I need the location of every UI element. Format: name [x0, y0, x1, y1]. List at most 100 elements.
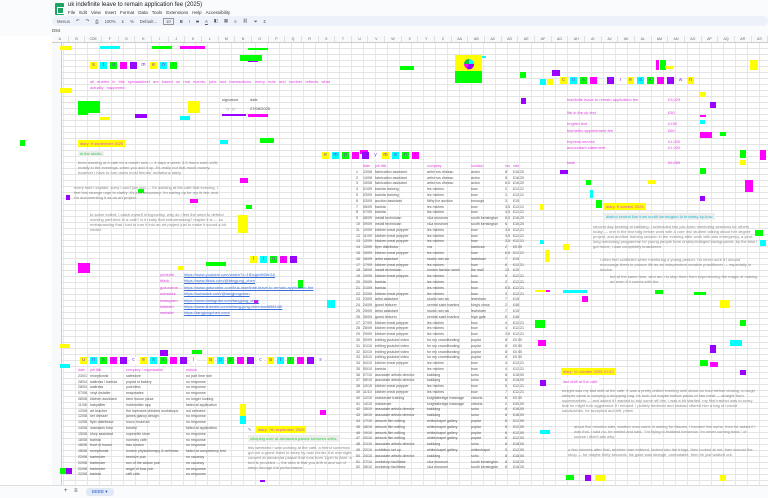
table-cell[interactable]: 13/08 [363, 169, 372, 174]
table-cell[interactable]: bow [471, 384, 478, 389]
table-cell[interactable]: 11/08 [78, 402, 87, 407]
table-cell[interactable]: whitechapel gallery [427, 448, 458, 453]
table-cell[interactable]: 11/10 [363, 390, 372, 395]
column-header[interactable]: Q [285, 36, 302, 42]
table-cell[interactable]: 8 [505, 355, 507, 360]
column-header[interactable]: Z [435, 36, 452, 42]
table-cell[interactable]: 05/10 [363, 366, 372, 371]
table-cell[interactable]: kakilang [427, 407, 441, 412]
table-cell[interactable]: 6 [505, 262, 507, 267]
table-cell[interactable]: kakilang [427, 453, 441, 458]
table-cell[interactable]: 30/09 [363, 337, 372, 342]
table-cell[interactable]: artist assistant [375, 308, 398, 313]
table-cell[interactable]: 2 [505, 303, 507, 308]
table-cell[interactable]: 14/08 [78, 420, 87, 425]
table-cell[interactable]: 2 [505, 401, 507, 406]
table-cell[interactable]: les miches [427, 239, 444, 244]
table-cell[interactable]: £12.21 [513, 239, 524, 244]
table-cell[interactable]: for my crowdfunding [427, 343, 460, 348]
table-cell[interactable]: 03/10 [363, 355, 372, 360]
table-cell[interactable]: 2 [505, 192, 507, 197]
table-cell[interactable]: 3.5 [505, 239, 510, 244]
column-header[interactable]: S [319, 36, 336, 42]
table-cell[interactable]: les miches [427, 332, 444, 337]
table-cell[interactable]: front of house [90, 443, 112, 448]
table-cell[interactable]: les miches [427, 250, 444, 255]
table-cell[interactable]: kitchen meal prepper [375, 320, 409, 325]
table-cell[interactable]: guest lecturer [375, 314, 397, 319]
column-header[interactable]: K [185, 36, 202, 42]
table-cell[interactable]: les miches [427, 210, 444, 215]
table-cell[interactable]: editing youtube video [375, 343, 409, 348]
table-cell[interactable]: poplar [471, 343, 481, 348]
table-cell[interactable]: 29/09 [363, 332, 372, 337]
table-cell[interactable]: £12.21 [513, 274, 524, 279]
table-cell[interactable]: poplar [471, 349, 481, 354]
table-cell[interactable]: les miches [427, 366, 444, 371]
table-cell[interactable]: kitchen meal prepper [375, 227, 409, 232]
column-header[interactable]: AM [652, 36, 669, 42]
table-cell[interactable]: south kensington [471, 216, 499, 221]
column-header[interactable]: Y [418, 36, 436, 42]
table-cell[interactable]: for my crowdfunding [427, 349, 460, 354]
table-cell[interactable]: £48 [513, 303, 519, 308]
table-cell[interactable]: 8 [505, 424, 507, 429]
table-cell[interactable]: £15 [513, 297, 519, 302]
table-cell[interactable]: 22/08 [78, 466, 87, 471]
table-cell[interactable]: lewisham [471, 256, 486, 261]
table-cell[interactable]: £0.00 [513, 245, 522, 250]
table-cell[interactable]: 8 [505, 372, 507, 377]
table-cell[interactable]: superette store [126, 431, 150, 436]
column-header[interactable]: AK [618, 36, 635, 42]
cost-value[interactable]: £60 [668, 128, 675, 133]
table-cell[interactable]: poplar st bakery [126, 379, 152, 384]
cost-value[interactable]: £50 [668, 110, 675, 115]
table-cell[interactable]: 04/10 [363, 361, 372, 366]
table-cell[interactable]: the mall [471, 268, 484, 273]
table-cell[interactable]: 8 [505, 465, 507, 470]
table-cell[interactable]: failed at competency test [186, 449, 226, 454]
table-cell[interactable]: bow [471, 233, 478, 238]
table-cell[interactable]: barista training [375, 192, 399, 197]
table-cell[interactable]: 06/09 [363, 204, 372, 209]
table-cell[interactable]: london fashion week [427, 268, 460, 273]
table-cell[interactable]: 18/08 [78, 437, 87, 442]
column-header[interactable]: AI [585, 36, 602, 42]
table-cell[interactable]: £15 [513, 198, 519, 203]
table-cell[interactable]: 12/08 [78, 408, 87, 413]
column-header[interactable]: A [52, 36, 69, 42]
column-header[interactable]: CDE [85, 36, 102, 42]
table-cell[interactable]: 8 [505, 442, 507, 447]
table-cell[interactable]: £12.21 [513, 210, 524, 215]
table-cell[interactable]: 8 [505, 419, 507, 424]
table-cell[interactable]: bow [471, 279, 478, 284]
table-cell[interactable]: 03/09 [363, 198, 372, 203]
redo-icon[interactable]: ↷ [85, 18, 90, 23]
undo-icon[interactable]: ↶ [75, 18, 80, 23]
column-header[interactable]: AR [735, 36, 752, 42]
column-header[interactable]: R [302, 36, 319, 42]
table-cell[interactable]: bow [471, 210, 478, 215]
table-cell[interactable]: £18.00 [513, 372, 524, 377]
table-cell[interactable]: les miches [427, 192, 444, 197]
table-cell[interactable]: £16.20 [513, 169, 524, 174]
menu-tools[interactable]: Tools [151, 10, 163, 15]
link-url[interactable]: https://www.gofundme.com/f/uk-indefinite… [184, 284, 314, 290]
column-header[interactable]: AJ [602, 36, 619, 42]
table-cell[interactable]: victoria [471, 395, 483, 400]
